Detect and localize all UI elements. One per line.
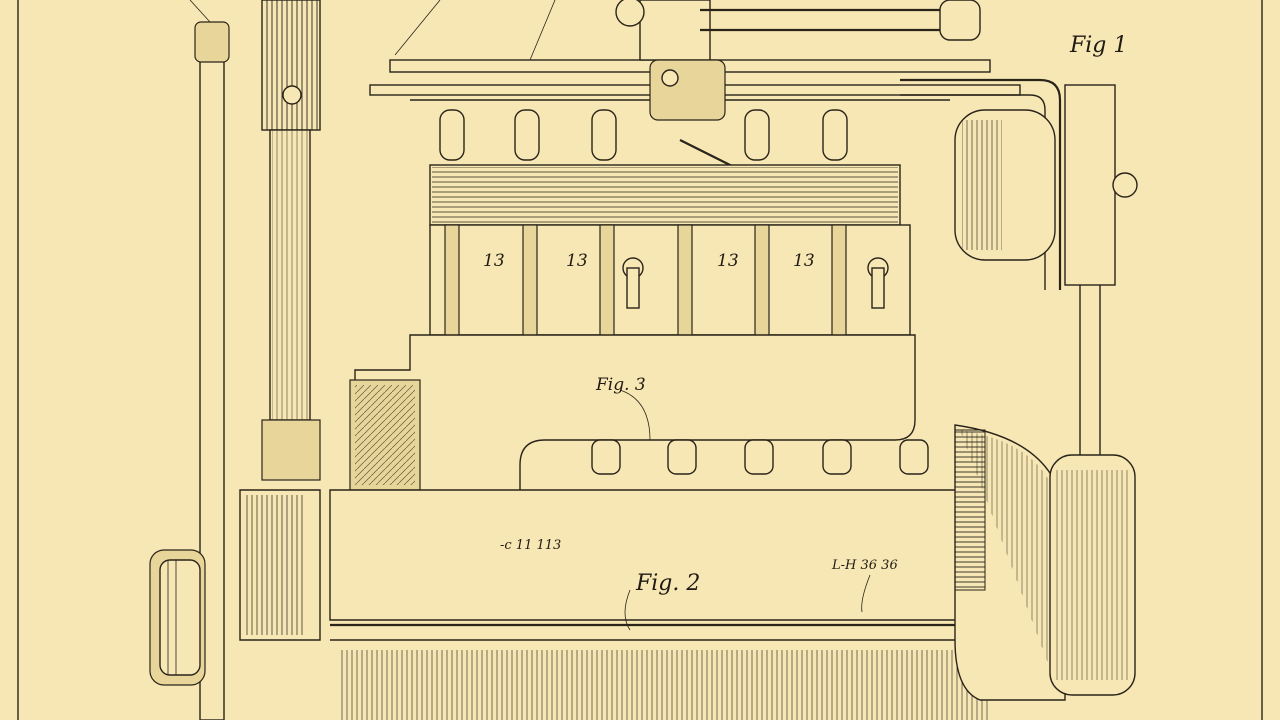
valve-springs bbox=[439, 109, 848, 161]
cylinder-block bbox=[429, 224, 911, 341]
oil-pan bbox=[329, 489, 1000, 720]
carburetor bbox=[615, 0, 981, 176]
cylinder-label-2: 13 bbox=[566, 251, 588, 271]
fig-2-label: Fig. 2 bbox=[635, 571, 700, 596]
sheet-border bbox=[17, 0, 1263, 720]
cylinder-head bbox=[429, 164, 901, 226]
reference-label-left: -c 11 113 bbox=[500, 538, 561, 553]
crankcase bbox=[349, 334, 929, 496]
fig-3-label: Fig. 3 bbox=[595, 375, 646, 395]
front-pulley bbox=[149, 549, 206, 686]
exhaust-pipe bbox=[900, 78, 1136, 696]
radiator-column bbox=[194, 0, 321, 720]
generator bbox=[954, 84, 1138, 286]
fig-1-label: Fig 1 bbox=[1069, 33, 1127, 58]
reference-label-right: L-H 36 36 bbox=[831, 558, 898, 573]
leader-lines bbox=[189, 0, 871, 631]
flywheel-housing bbox=[954, 424, 1066, 701]
cylinder-label-4: 13 bbox=[793, 251, 815, 271]
cylinder-label-3: 13 bbox=[717, 251, 739, 271]
cylinder-label-1: 13 bbox=[483, 251, 505, 271]
